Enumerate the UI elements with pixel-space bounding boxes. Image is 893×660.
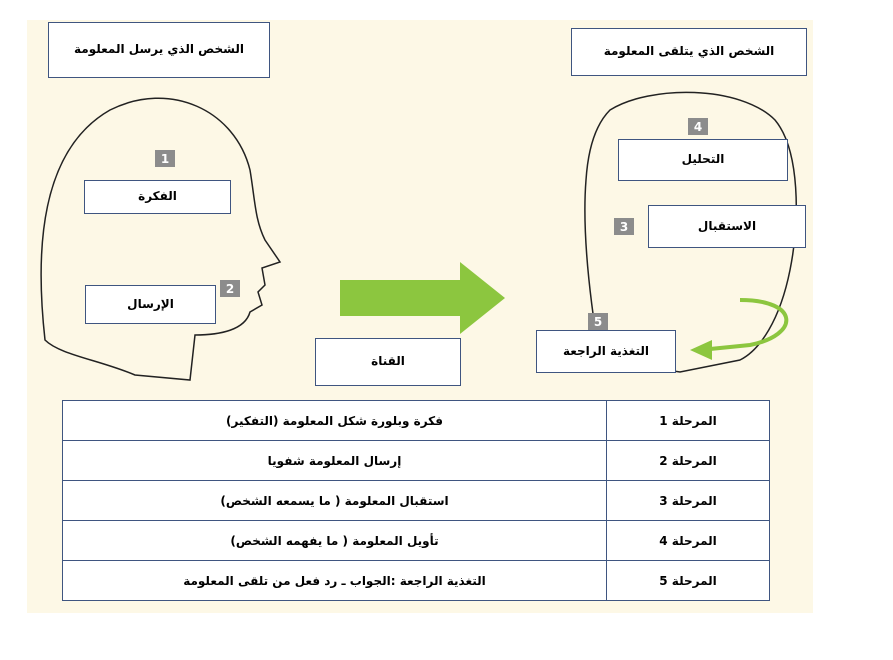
description-cell: التغذية الراجعة :الجواب ـ رد فعل من تلقى… <box>62 560 607 601</box>
receiver-title: الشخص الذي يتلقى المعلومة <box>571 28 807 76</box>
analysis-box: التحليل <box>618 139 788 181</box>
badge-1: 1 <box>155 150 175 167</box>
sender-head-outline <box>40 97 282 381</box>
stage-cell: المرحلة 1 <box>606 400 770 441</box>
channel-arrow <box>340 262 505 334</box>
description-cell: فكرة وبلورة شكل المعلومة (التفكير) <box>62 400 607 441</box>
feedback-box: التغذية الراجعة <box>536 330 676 373</box>
idea-box: الفكرة <box>84 180 231 214</box>
feedback-loop-arrow <box>699 298 789 352</box>
sender-title: الشخص الذي يرسل المعلومة <box>48 22 270 78</box>
description-cell: تأويل المعلومة ( ما يفهمه الشخص) <box>62 520 607 561</box>
description-cell: استقبال المعلومة ( ما يسمعه الشخص) <box>62 480 607 521</box>
stage-cell: المرحلة 2 <box>606 440 770 481</box>
stage-cell: المرحلة 5 <box>606 560 770 601</box>
description-cell: إرسال المعلومة شفويا <box>62 440 607 481</box>
badge-5: 5 <box>588 313 608 330</box>
badge-3: 3 <box>614 218 634 235</box>
feedback-arrowhead <box>690 340 712 360</box>
receiver-head-outline <box>584 91 797 373</box>
sending-box: الإرسال <box>85 285 216 324</box>
stage-cell: المرحلة 4 <box>606 520 770 561</box>
stage-cell: المرحلة 3 <box>606 480 770 521</box>
badge-2: 2 <box>220 280 240 297</box>
reception-box: الاستقبال <box>648 205 806 248</box>
badge-4: 4 <box>688 118 708 135</box>
channel-box: القناة <box>315 338 461 386</box>
